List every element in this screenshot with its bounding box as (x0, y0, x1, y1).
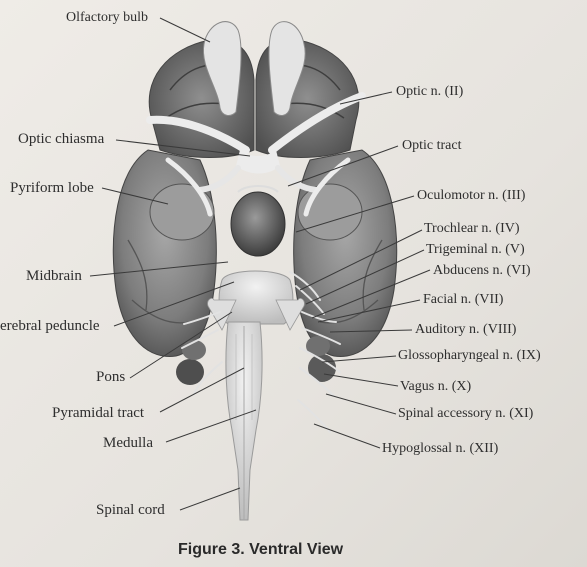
label-optic-n: Optic n. (II) (396, 84, 464, 99)
leader-lines (89, 17, 431, 511)
label-pons: Pons (96, 369, 126, 385)
leader-facial-n (317, 299, 421, 323)
leader-spinal-accessory-n (325, 393, 397, 415)
label-oculomotor-n: Oculomotor n. (III) (417, 188, 526, 203)
leader-glossopharyngeal-n (321, 355, 397, 363)
leader-spinal-cord (179, 487, 241, 511)
leader-midbrain (89, 261, 229, 277)
label-glossopharyngeal-n: Glossopharyngeal n. (IX) (398, 348, 541, 363)
leader-auditory-n (329, 329, 413, 333)
leader-optic-tract (287, 145, 399, 187)
label-medulla: Medulla (103, 435, 153, 451)
label-hypoglossal-n: Hypoglossal n. (XII) (382, 441, 499, 456)
label-optic-chiasma: Optic chiasma (18, 131, 105, 147)
label-abducens-n: Abducens n. (VI) (433, 263, 531, 278)
leader-trigeminal-n (305, 249, 425, 305)
leader-olfactory-bulb (159, 17, 211, 43)
label-pyramidal-tract: Pyramidal tract (52, 405, 145, 421)
label-trigeminal-n: Trigeminal n. (V) (426, 242, 525, 257)
leader-hypoglossal-n (313, 423, 381, 449)
cranial-nerve-roots (181, 271, 341, 433)
label-auditory-n: Auditory n. (VIII) (415, 322, 517, 337)
leader-pons (129, 311, 233, 379)
label-cerebral-peduncle: Cerebral peduncle (0, 318, 100, 334)
leader-cerebral-peduncle (113, 281, 235, 327)
leader-medulla (165, 409, 257, 443)
label-facial-n: Facial n. (VII) (423, 292, 504, 307)
olfactory-bulbs (202, 21, 306, 116)
label-midbrain: Midbrain (26, 268, 82, 284)
leader-optic-chiasma (115, 139, 251, 157)
figure-caption: Figure 3. Ventral View (178, 541, 344, 558)
leader-trochlear-n (299, 229, 423, 291)
leader-oculomotor-n (295, 195, 415, 233)
leader-pyramidal-tract (159, 367, 245, 413)
leader-optic-n (339, 91, 393, 105)
leader-vagus-n (323, 373, 399, 387)
leader-pyriform-lobe (101, 187, 169, 205)
label-vagus-n: Vagus n. (X) (400, 379, 472, 394)
label-olfactory-bulb: Olfactory bulb (66, 10, 149, 25)
label-spinal-cord: Spinal cord (96, 502, 165, 518)
label-spinal-accessory-n: Spinal accessory n. (XI) (398, 406, 534, 421)
frontal-lobes (148, 38, 360, 158)
label-pyriform-lobe: Pyriform lobe (10, 180, 94, 196)
pituitary-region (230, 185, 286, 257)
label-optic-tract: Optic tract (402, 138, 462, 153)
leader-abducens-n (311, 269, 431, 319)
label-trochlear-n: Trochlear n. (IV) (424, 221, 520, 236)
brainstem (207, 270, 305, 521)
